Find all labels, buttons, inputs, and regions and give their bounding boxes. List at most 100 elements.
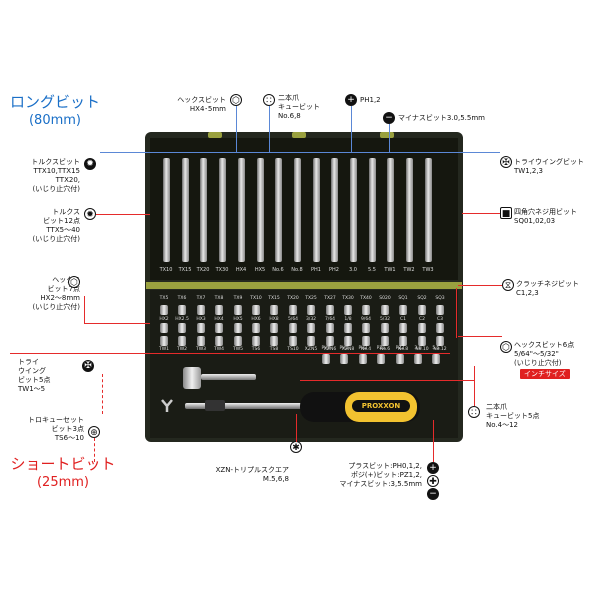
short-bit [197, 305, 205, 315]
short-bit-label: TX8 [214, 296, 224, 301]
y-key-tool [160, 398, 174, 412]
short-bit [178, 323, 186, 333]
long-bit-label: TX10 [159, 267, 173, 273]
leader-line [351, 106, 352, 152]
long-bit [257, 158, 264, 262]
short-bit-label: S020 [379, 296, 391, 301]
twin-prong-icon: ∷ [263, 94, 275, 106]
torq-set-icon: ⊕ [88, 426, 100, 438]
short-bit-label: TX6 [177, 296, 187, 301]
leader-line [433, 420, 434, 462]
short-bit [436, 336, 444, 346]
callout-ph-long: PH1,2 [360, 96, 381, 104]
short-bit-label: PZ2 [395, 346, 405, 351]
short-bit [436, 305, 444, 315]
short-bit-label: HX3 [196, 317, 206, 322]
short-bit [307, 336, 315, 346]
long-bit [219, 158, 226, 262]
long-bit [163, 158, 170, 262]
short-bit [377, 354, 385, 364]
leader-line [458, 336, 502, 337]
short-bit [160, 305, 168, 315]
leader-line [269, 106, 270, 152]
callout-twin-long: 二本爪 キュービット No.6,8 [278, 94, 320, 120]
short-bit-label: TW2 [176, 347, 188, 352]
short-bit-label: 5/64 [287, 317, 299, 322]
long-bit [275, 158, 282, 262]
short-bit-label: 5.5 [432, 346, 440, 351]
short-bit [307, 323, 315, 333]
long-bit-label: TW1 [384, 267, 396, 273]
short-bit [432, 354, 440, 364]
short-bit [399, 336, 407, 346]
case-trim [146, 282, 462, 289]
short-bit-label: 9/64 [360, 317, 372, 322]
hex-socket-icon: ⬡ [230, 94, 242, 106]
long-bit [425, 158, 432, 262]
callout-minus-long: マイナスビット3.0,5.5mm [398, 114, 485, 122]
short-bit-label: No.4 [360, 347, 372, 352]
short-bit [234, 336, 242, 346]
short-bit-label: TX15 [268, 296, 280, 301]
long-bit [294, 158, 301, 262]
short-bit [418, 336, 426, 346]
pozi-icon: ✚ [427, 475, 439, 487]
phillips-icon: + [345, 94, 357, 106]
short-bit [270, 305, 278, 315]
slot-icon: − [427, 488, 439, 500]
short-bit-label: 5/32 [379, 317, 391, 322]
case-hinge-mid [292, 132, 306, 138]
callout-torx-long: トルクスビット TTX10,TTX15 TTX20, (いじり止穴付) [31, 158, 80, 193]
short-bit-label: TX25 [305, 296, 317, 301]
short-bit-label: PH0 [321, 346, 331, 351]
leader-line [300, 380, 474, 381]
short-bit-label: HX6 [251, 317, 261, 322]
short-bit [307, 305, 315, 315]
driver-shaft [185, 403, 305, 409]
short-bit [289, 323, 297, 333]
callout-hex6-inch: ヘックスビット6点 5/64"～5/32" (いじり止穴付) [514, 341, 575, 367]
short-bit [326, 305, 334, 315]
short-bit-label: 1/8 [344, 317, 352, 322]
short-bit-label: PH1 [339, 346, 349, 351]
torx-icon: ✹ [84, 158, 96, 170]
short-bit-label: TS10 [287, 347, 299, 352]
leader-line [389, 124, 390, 152]
short-bit [362, 336, 370, 346]
short-bit-label: TS8 [269, 347, 279, 352]
long-bit [238, 158, 245, 262]
short-bit-label: 3/32 [305, 317, 317, 322]
short-bit-label: HX2 [159, 317, 169, 322]
long-bit [406, 158, 413, 262]
short-bit [340, 354, 348, 364]
short-bit [234, 305, 242, 315]
long-bit-guide-line [100, 152, 500, 153]
leader-line [474, 366, 475, 406]
case-hinge-right [380, 132, 394, 138]
long-bit-label: TW2 [403, 267, 415, 273]
tri-wing-icon: ✠ [500, 156, 512, 168]
long-bit-label: TX20 [196, 267, 210, 273]
short-bit-label: HX4 [214, 317, 224, 322]
leader-line [96, 214, 150, 215]
short-bit-label: No.12 [433, 347, 447, 352]
long-bit [350, 158, 357, 262]
long-bit-label: PH1 [311, 267, 321, 273]
short-bit-label: SQ1 [398, 296, 408, 301]
long-bit-label: No.6 [272, 267, 284, 273]
shaft-collar [205, 400, 225, 411]
short-bit [362, 323, 370, 333]
short-bit-label: C3 [436, 317, 443, 322]
short-bit [252, 336, 260, 346]
hex-socket-icon: ⬡ [68, 276, 80, 288]
short-bit [252, 323, 260, 333]
short-bit-label: 7/64 [324, 317, 336, 322]
callout-hex7: ヘックス ビット7点 HX2～8mm (いじり止穴付) [32, 276, 80, 311]
short-bit-label: TW4 [213, 347, 225, 352]
callout-twin5: 二本爪 キュービット5点 No.4～12 [486, 403, 540, 429]
inch-size-badge: インチサイズ [520, 369, 570, 379]
long-bit [200, 158, 207, 262]
short-bit [381, 336, 389, 346]
clutch-icon: ⧖ [502, 279, 514, 291]
short-bit [359, 354, 367, 364]
